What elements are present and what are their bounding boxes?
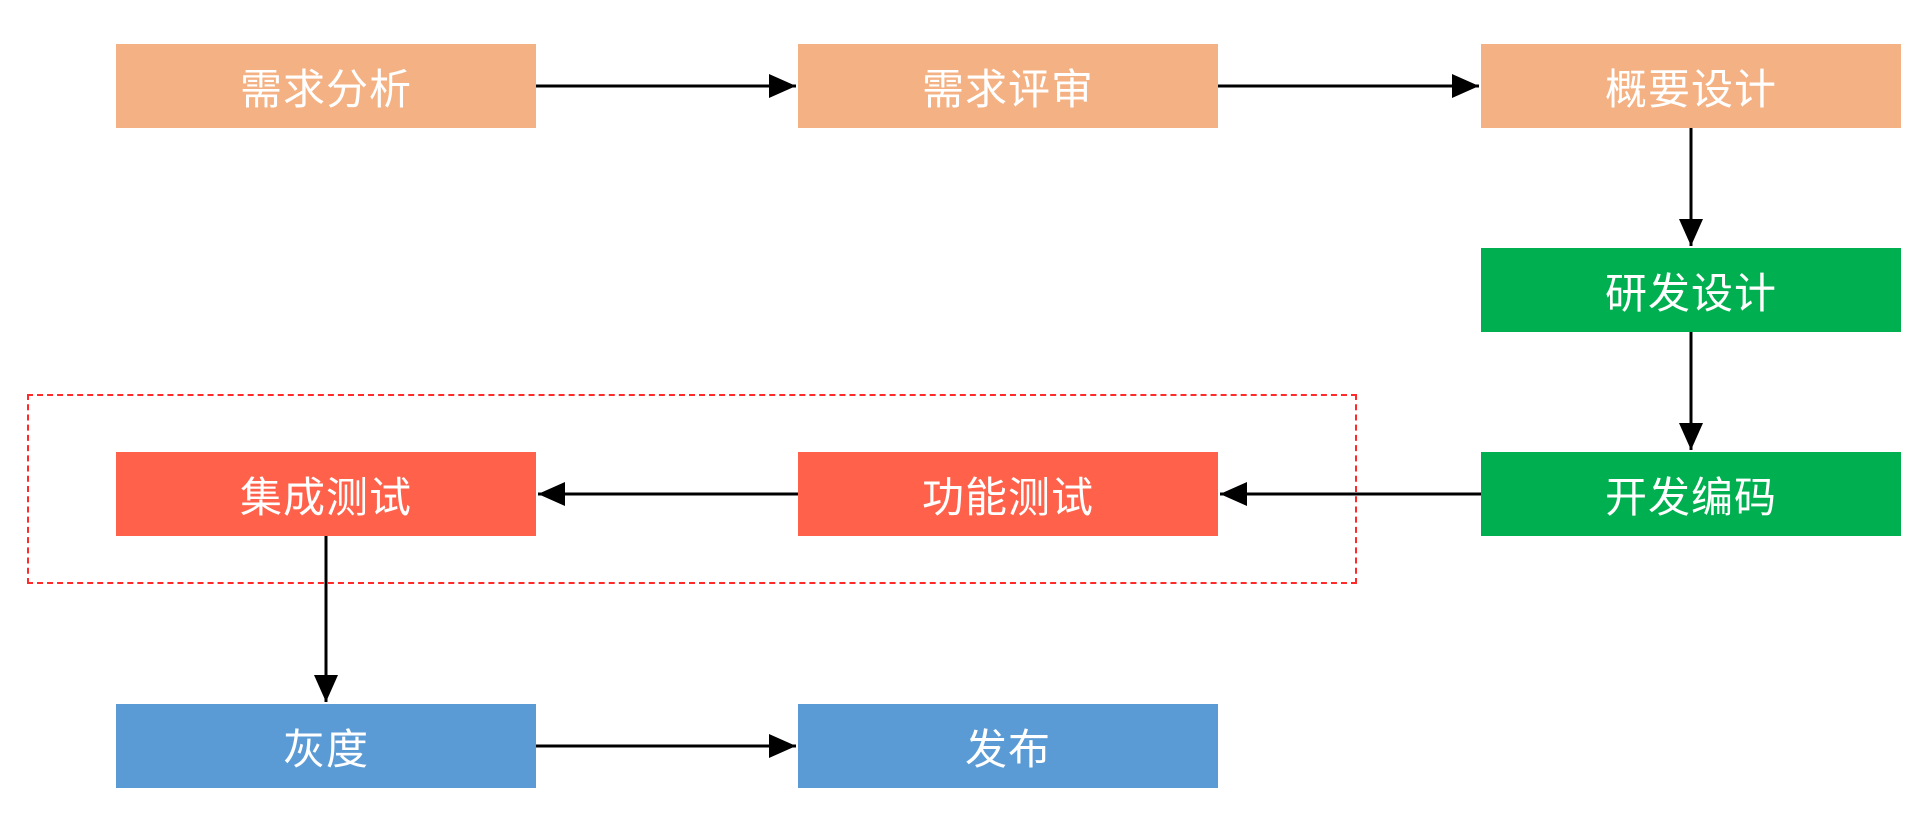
node-label: 需求评审 [921, 64, 1094, 114]
node-label: 功能测试 [921, 472, 1094, 522]
node-label: 集成测试 [239, 472, 412, 522]
node-label: 开发编码 [1604, 472, 1777, 522]
node-dev-coding[interactable]: 开发编码 [1481, 452, 1901, 536]
node-high-level-design[interactable]: 概要设计 [1481, 44, 1901, 128]
node-release[interactable]: 发布 [798, 704, 1218, 788]
node-label: 灰度 [282, 724, 369, 774]
node-dev-design[interactable]: 研发设计 [1481, 248, 1901, 332]
node-label: 研发设计 [1604, 268, 1777, 318]
testing-group-dashed-box [27, 394, 1357, 584]
node-label: 概要设计 [1604, 64, 1777, 114]
node-requirement-review[interactable]: 需求评审 [798, 44, 1218, 128]
node-requirement-analysis[interactable]: 需求分析 [116, 44, 536, 128]
node-functional-test[interactable]: 功能测试 [798, 452, 1218, 536]
node-gray-release[interactable]: 灰度 [116, 704, 536, 788]
node-label: 发布 [964, 724, 1051, 774]
node-label: 需求分析 [239, 64, 412, 114]
node-integration-test[interactable]: 集成测试 [116, 452, 536, 536]
